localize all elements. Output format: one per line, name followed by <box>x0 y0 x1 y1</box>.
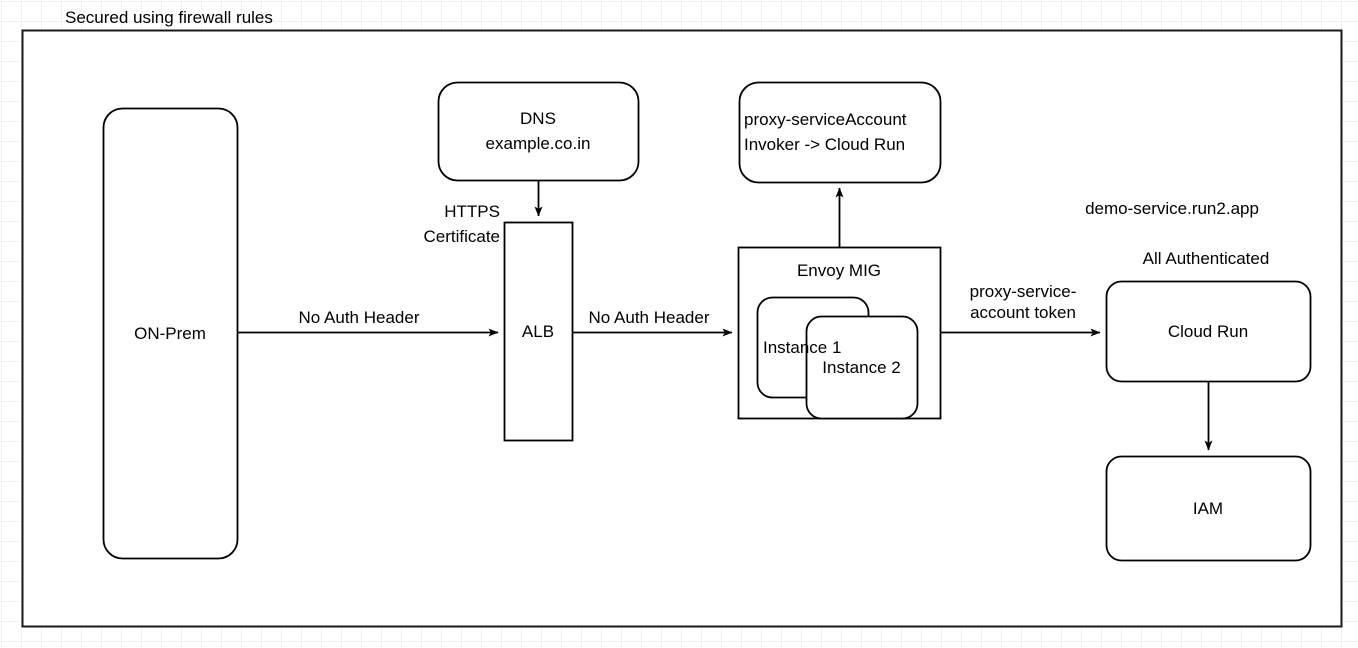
node-cloud-run-label: Cloud Run <box>1167 321 1249 341</box>
node-dns-shape[interactable] <box>437 81 640 182</box>
node-alb-shape[interactable] <box>503 221 574 442</box>
node-alb-label: ALB <box>521 321 555 341</box>
node-envoy-mig-label: Envoy MIG <box>796 260 882 280</box>
node-iam-shape[interactable] <box>1105 455 1312 562</box>
node-instance-1-label: Instance 1 <box>763 337 842 357</box>
node-iam-label: IAM <box>1192 498 1224 518</box>
node-on-prem-shape[interactable] <box>102 107 239 560</box>
node-on-prem-label: ON-Prem <box>134 323 206 343</box>
node-dns-label: DNS example.co.in <box>485 109 591 153</box>
node-instance-2-shape[interactable] <box>805 315 919 420</box>
node-proxy-service-account-label: proxy-serviceAccount Invoker -> Cloud Ru… <box>744 110 907 154</box>
node-instance-2-label: Instance 2 <box>822 357 901 377</box>
node-proxy-service-account-shape[interactable] <box>738 81 942 184</box>
firewall-container-title: Secured using firewall rules <box>65 8 273 27</box>
